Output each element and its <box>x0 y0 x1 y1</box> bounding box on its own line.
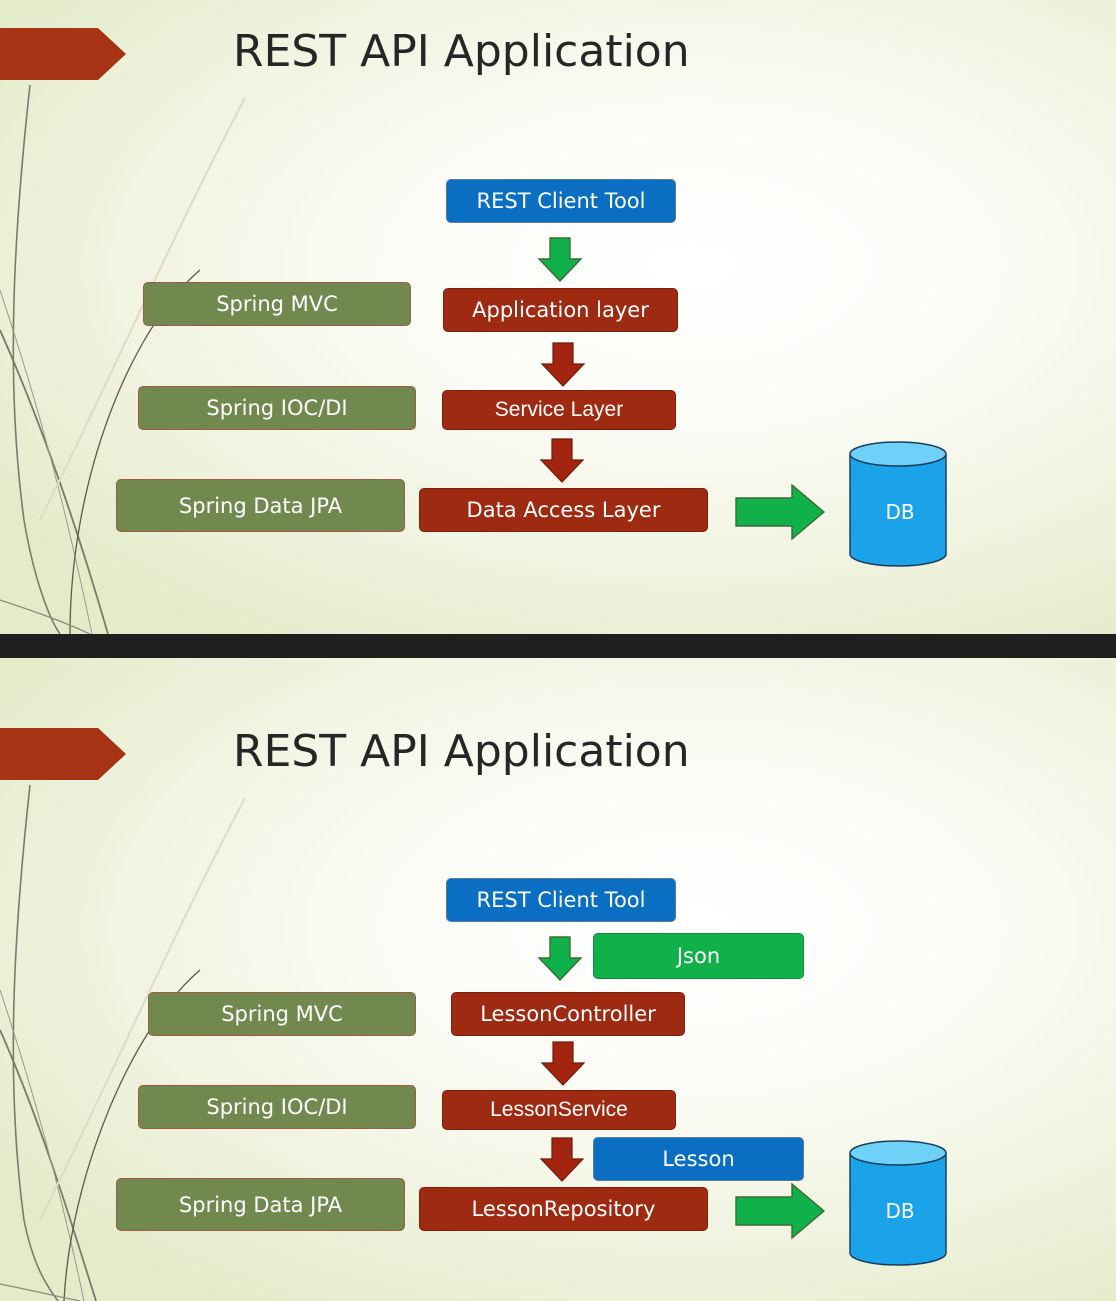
database-cylinder-icon: DB <box>849 1140 947 1266</box>
framework-spring-ioc-di: Spring IOC/DI <box>138 1085 416 1129</box>
slide-2: REST API Application REST Client Tool Js… <box>0 658 1116 1301</box>
right-arrow-icon <box>735 1182 826 1240</box>
down-arrow-icon <box>540 342 586 387</box>
framework-spring-mvc: Spring MVC <box>143 282 411 326</box>
database-cylinder-icon: DB <box>849 441 947 567</box>
db-label: DB <box>885 500 914 524</box>
lesson-entity-tag: Lesson <box>593 1137 804 1181</box>
rest-client-tool-box: REST Client Tool <box>446 878 676 922</box>
framework-spring-ioc-di: Spring IOC/DI <box>138 386 416 430</box>
right-arrow-icon <box>735 483 826 541</box>
lesson-controller-box: LessonController <box>451 992 685 1036</box>
data-access-layer-box: Data Access Layer <box>419 488 708 532</box>
title-tab-icon <box>0 728 126 780</box>
framework-spring-data-jpa: Spring Data JPA <box>116 1178 405 1231</box>
down-arrow-icon <box>537 936 583 982</box>
slide-title: REST API Application <box>233 726 690 777</box>
down-arrow-icon <box>539 1137 585 1182</box>
db-label: DB <box>885 1199 914 1223</box>
framework-spring-data-jpa: Spring Data JPA <box>116 479 405 532</box>
title-tab-icon <box>0 28 126 80</box>
decorative-curves-icon <box>0 84 246 634</box>
slide-1: REST API Application REST Client Tool Sp… <box>0 0 1116 634</box>
lesson-repository-box: LessonRepository <box>419 1187 708 1231</box>
down-arrow-icon <box>539 438 585 483</box>
slide-title: REST API Application <box>233 26 690 77</box>
framework-spring-mvc: Spring MVC <box>148 992 416 1036</box>
down-arrow-icon <box>540 1041 586 1086</box>
down-arrow-icon <box>537 237 583 283</box>
service-layer-box: Service Layer <box>442 390 676 430</box>
lesson-service-box: LessonService <box>442 1090 676 1130</box>
json-tag: Json <box>593 933 804 979</box>
rest-client-tool-box: REST Client Tool <box>446 179 676 223</box>
application-layer-box: Application layer <box>443 288 678 332</box>
